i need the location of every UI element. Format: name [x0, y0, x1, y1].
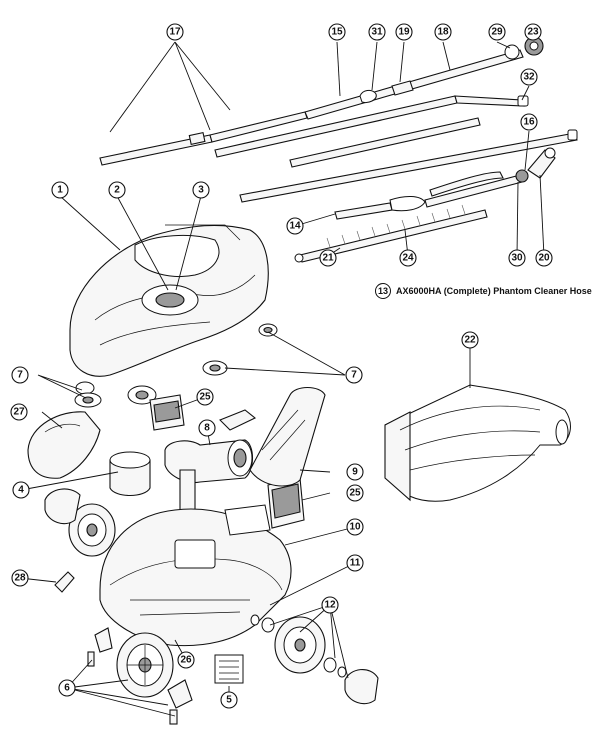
- side-cover: [27, 411, 101, 479]
- svg-text:21: 21: [322, 253, 334, 264]
- main-body: [99, 504, 292, 647]
- svg-text:10: 10: [349, 522, 361, 533]
- svg-text:26: 26: [180, 655, 192, 666]
- hose-section-7: [294, 204, 488, 263]
- svg-text:11: 11: [350, 558, 361, 569]
- callout-1: 1: [51, 181, 69, 199]
- svg-text:8: 8: [204, 423, 210, 434]
- callout-22: 22: [461, 331, 479, 349]
- pivot-pin: [54, 571, 75, 593]
- svg-text:27: 27: [13, 407, 25, 418]
- top-cover: [69, 224, 269, 377]
- hose-section-4: [289, 117, 481, 168]
- wheel-left-upper: [44, 488, 116, 557]
- callout-10: 10: [346, 518, 364, 536]
- callout-15: 15: [328, 23, 346, 41]
- callout-26: 26: [177, 651, 195, 669]
- wheel-right: [250, 614, 379, 705]
- svg-text:30: 30: [511, 253, 523, 264]
- svg-text:3: 3: [198, 185, 204, 196]
- svg-text:17: 17: [169, 27, 181, 38]
- hose-caption-text: AX6000HA (Complete) Phantom Cleaner Hose: [396, 286, 592, 296]
- callout-7-left: 7: [11, 366, 29, 384]
- callout-11: 11: [346, 554, 364, 572]
- callout-3: 3: [192, 181, 210, 199]
- svg-text:23: 23: [527, 27, 539, 38]
- callout-25-upper: 25: [196, 388, 214, 406]
- svg-text:19: 19: [398, 27, 410, 38]
- svg-text:32: 32: [523, 72, 535, 83]
- svg-text:6: 6: [64, 683, 70, 694]
- filter-grille: [214, 654, 244, 684]
- hose-section-3: [214, 95, 529, 158]
- hose-sections: [99, 36, 578, 263]
- turbine-assembly: [109, 439, 254, 511]
- callout-16: 16: [520, 113, 538, 131]
- callout-4: 4: [12, 481, 30, 499]
- svg-text:22: 22: [464, 335, 476, 346]
- svg-text:20: 20: [538, 253, 550, 264]
- svg-text:16: 16: [523, 117, 535, 128]
- grommets: [74, 323, 278, 408]
- svg-text:18: 18: [437, 27, 449, 38]
- callout-9: 9: [346, 463, 364, 481]
- svg-text:14: 14: [289, 221, 301, 232]
- callout-8: 8: [198, 419, 216, 437]
- svg-text:4: 4: [18, 485, 24, 496]
- front-parts: [87, 627, 193, 725]
- hose-section-2: [304, 36, 544, 120]
- hose-section-6: [334, 147, 556, 220]
- callout-13: 13: [375, 283, 391, 299]
- svg-text:12: 12: [324, 600, 336, 611]
- svg-text:2: 2: [114, 185, 120, 196]
- callout-17: 17: [166, 23, 184, 41]
- svg-text:1: 1: [57, 185, 63, 196]
- filter-brackets: [149, 394, 305, 529]
- svg-text:31: 31: [371, 27, 383, 38]
- callout-21: 21: [319, 249, 337, 267]
- callout-24: 24: [399, 249, 417, 267]
- svg-text:29: 29: [491, 27, 503, 38]
- svg-text:5: 5: [226, 695, 232, 706]
- leader-lines: [19, 41, 545, 717]
- callout-25-lower: 25: [346, 484, 364, 502]
- latch: [219, 409, 257, 431]
- svg-text:25: 25: [349, 488, 361, 499]
- callout-20: 20: [535, 249, 553, 267]
- callout-12: 12: [321, 596, 339, 614]
- callout-27: 27: [10, 403, 28, 421]
- callout-23: 23: [524, 23, 542, 41]
- callout-2: 2: [108, 181, 126, 199]
- hose-caption: 13 AX6000HA (Complete) Phantom Cleaner H…: [375, 283, 592, 299]
- intake-throat: [249, 386, 326, 487]
- callout-7-right: 7: [345, 366, 363, 384]
- callout-19: 19: [395, 23, 413, 41]
- svg-text:15: 15: [331, 27, 343, 38]
- hose-section-1: [99, 111, 308, 166]
- filter-bag: [384, 384, 571, 502]
- callout-14: 14: [286, 217, 304, 235]
- callout-30: 30: [508, 249, 526, 267]
- svg-text:7: 7: [17, 370, 23, 381]
- callout-6: 6: [58, 679, 76, 697]
- svg-text:7: 7: [351, 370, 357, 381]
- callout-18: 18: [434, 23, 452, 41]
- svg-text:25: 25: [199, 392, 211, 403]
- callout-32: 32: [520, 68, 538, 86]
- callout-28: 28: [11, 569, 29, 587]
- callout-31: 31: [368, 23, 386, 41]
- callout-5: 5: [220, 691, 238, 709]
- svg-text:24: 24: [402, 253, 414, 264]
- svg-text:9: 9: [352, 467, 358, 478]
- svg-text:28: 28: [14, 573, 26, 584]
- hose-section-5: [239, 129, 578, 203]
- callout-29: 29: [488, 23, 506, 41]
